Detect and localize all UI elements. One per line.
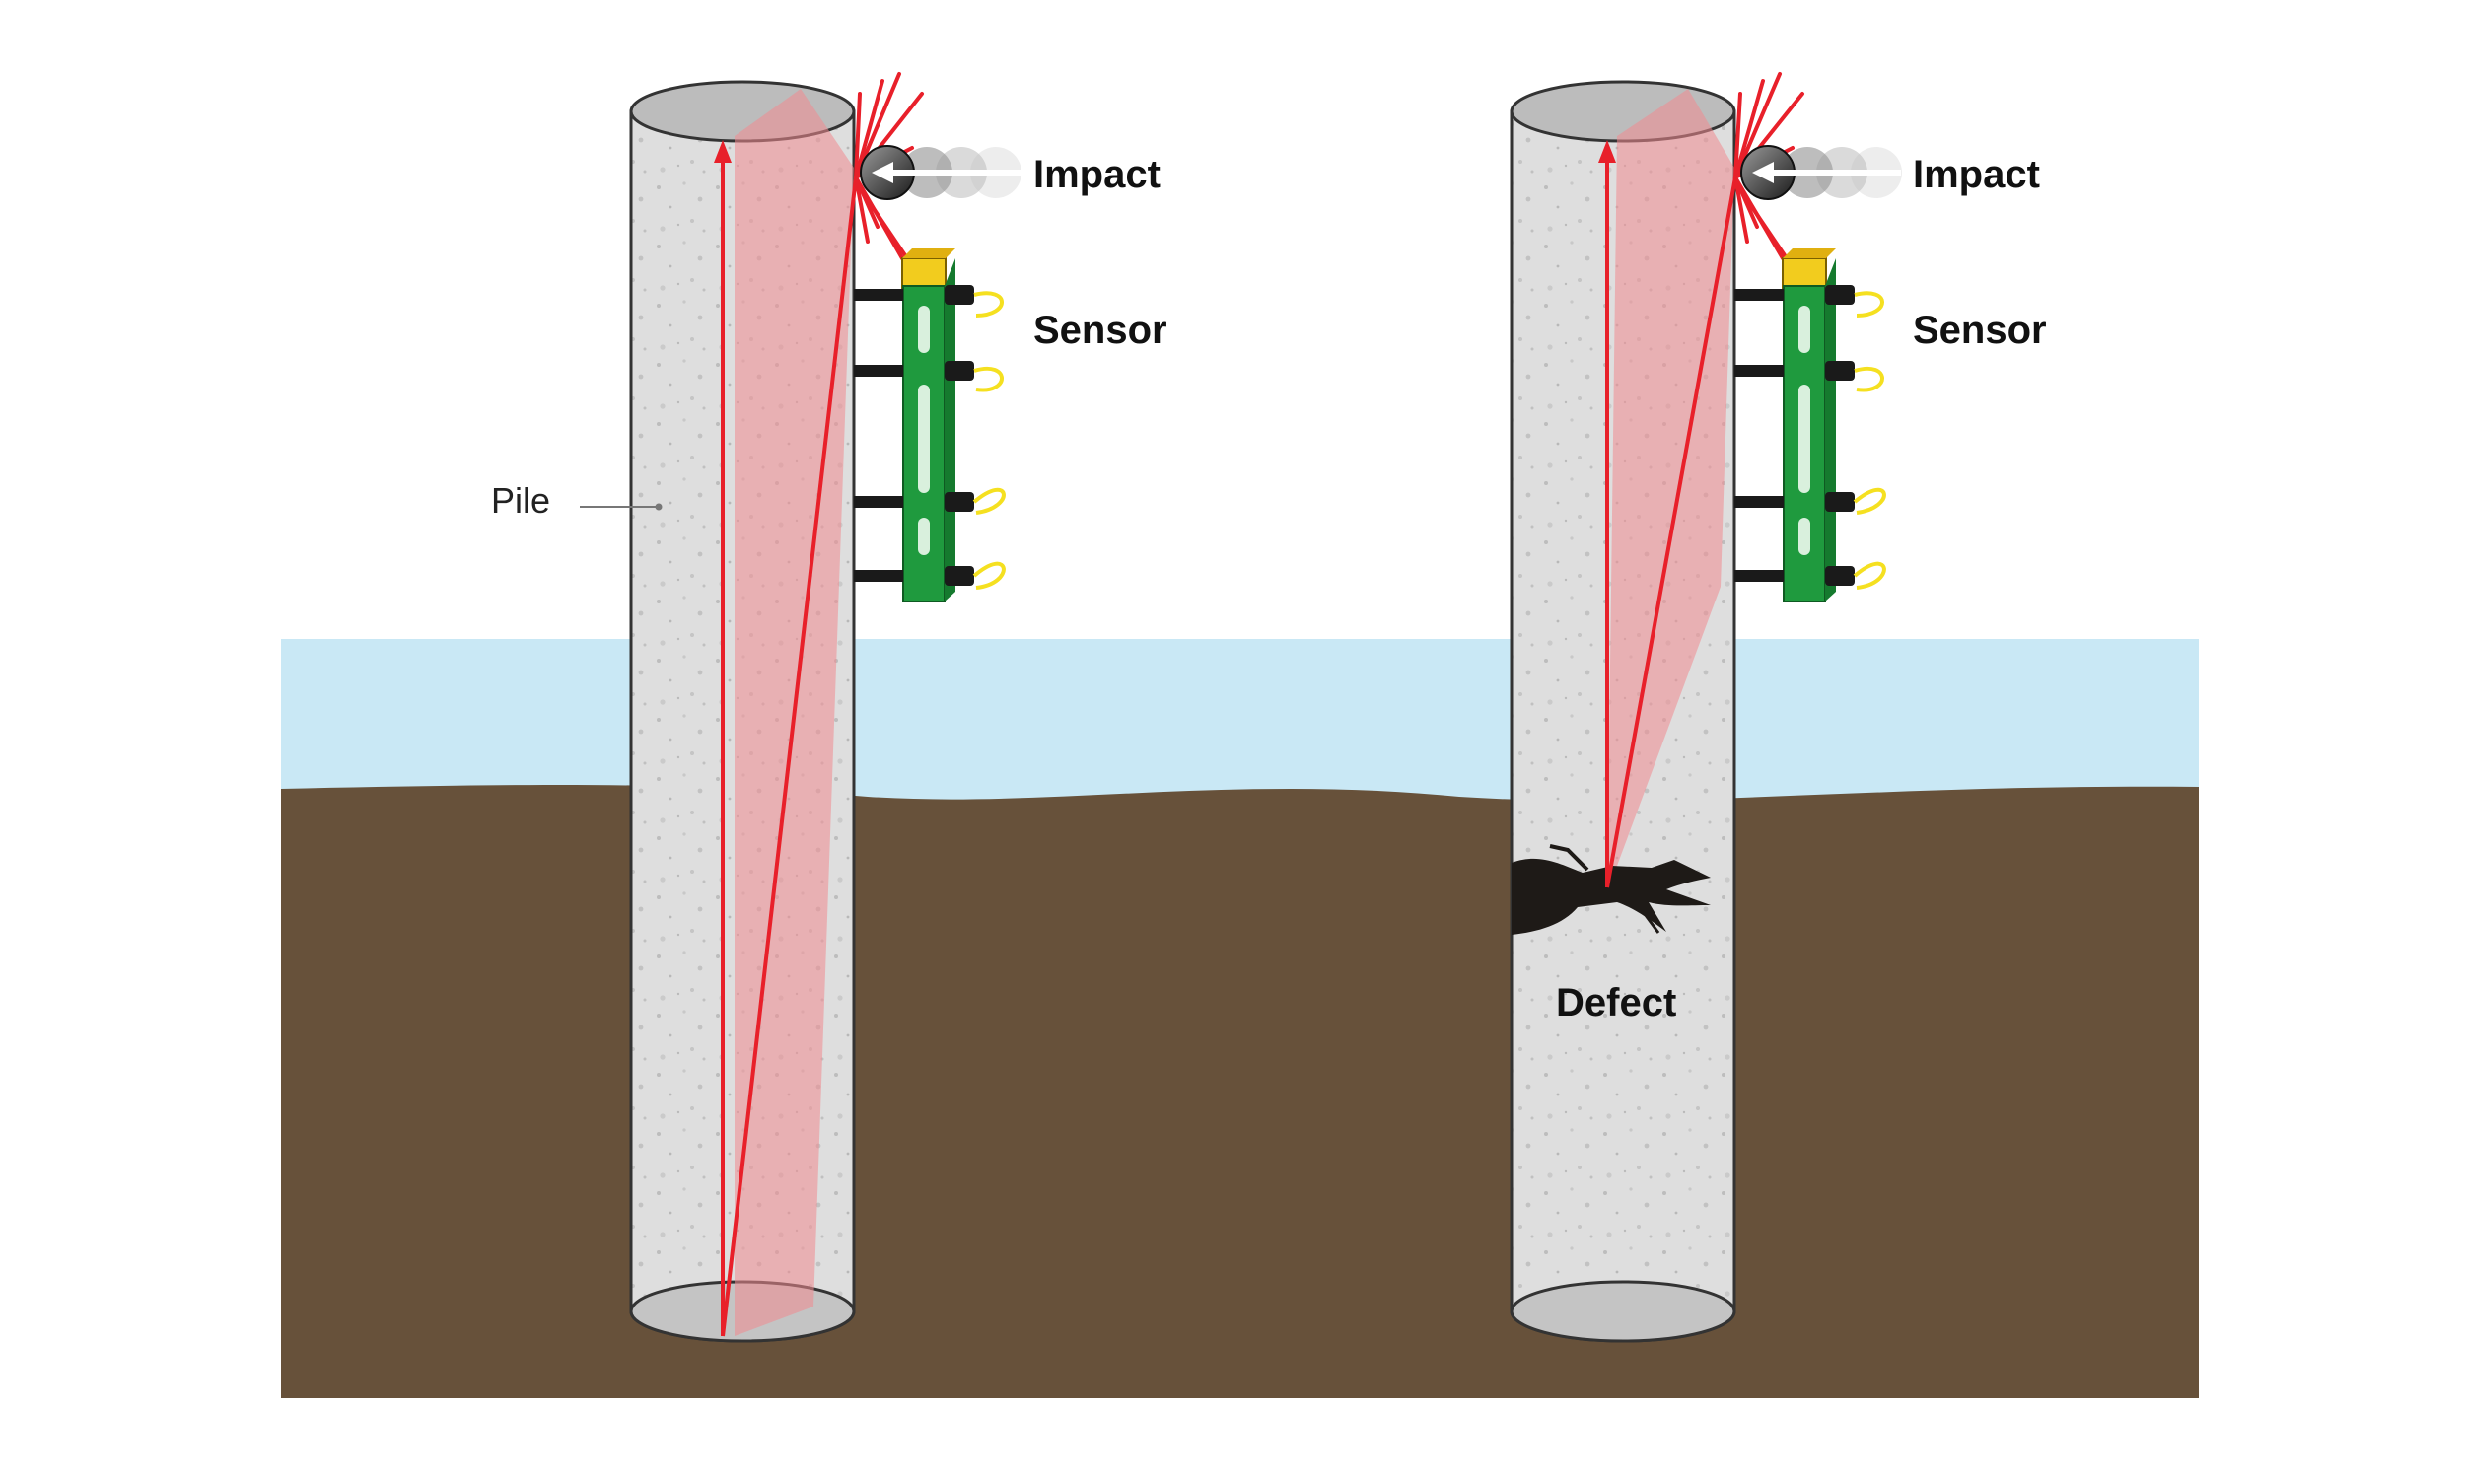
sensor-slot <box>918 518 930 555</box>
reflected-wave-arrowhead <box>714 140 732 163</box>
sensor-label: Sensor <box>1913 309 2047 352</box>
sensor-lead-wire <box>854 180 911 263</box>
sensor-cables <box>972 291 1006 590</box>
incident-wave-ray <box>721 177 858 1337</box>
wave-path-shading <box>1607 89 1734 892</box>
defect-label: Defect <box>1556 981 1676 1025</box>
pile-leader-dot <box>655 503 663 511</box>
pile-bottom-face <box>1510 1280 1736 1343</box>
impact-ball-group <box>860 145 1021 200</box>
sensor-cap <box>1782 257 1827 289</box>
sensor-cap <box>901 257 947 289</box>
impact-label: Impact <box>1033 153 1161 196</box>
impact-label: Impact <box>1913 153 2040 196</box>
incident-wave-ray <box>1605 177 1737 888</box>
sensor-array <box>854 180 1006 602</box>
sensor-cables <box>1853 291 1886 590</box>
water-band <box>281 639 2199 812</box>
sensor-cap-top <box>902 248 955 258</box>
sensor-slot <box>918 306 930 353</box>
pile-label: Pile <box>491 480 550 521</box>
sensor-slot <box>1798 385 1810 493</box>
intact-pile-panel: Impact Sensor <box>491 72 1167 1343</box>
sensor-cap-top <box>1783 248 1836 258</box>
impact-direction-arrowhead <box>1752 162 1774 183</box>
sensor-rail-side <box>1825 258 1836 601</box>
defective-pile-panel: Impact Sensor Defec <box>1510 72 2047 1343</box>
sensor-slot <box>1798 518 1810 555</box>
sensor-probes <box>854 285 974 586</box>
sensor-rail-side <box>945 258 955 601</box>
impact-direction-arrowhead <box>872 162 893 183</box>
sensor-slot <box>1798 306 1810 353</box>
reflected-wave-arrowhead <box>1598 140 1616 163</box>
sensor-slot <box>918 385 930 493</box>
sensor-probes <box>1734 285 1855 586</box>
defect-crack-branch <box>1635 902 1660 934</box>
sensor-array <box>1733 180 1886 602</box>
sensor-label: Sensor <box>1033 309 1167 352</box>
sensor-lead-wire <box>1733 180 1791 263</box>
impact-ball-group <box>1740 145 1902 200</box>
defect-crack-branch <box>1549 844 1589 872</box>
defect-crack <box>1512 858 1711 935</box>
soil-ground <box>281 785 2199 1398</box>
